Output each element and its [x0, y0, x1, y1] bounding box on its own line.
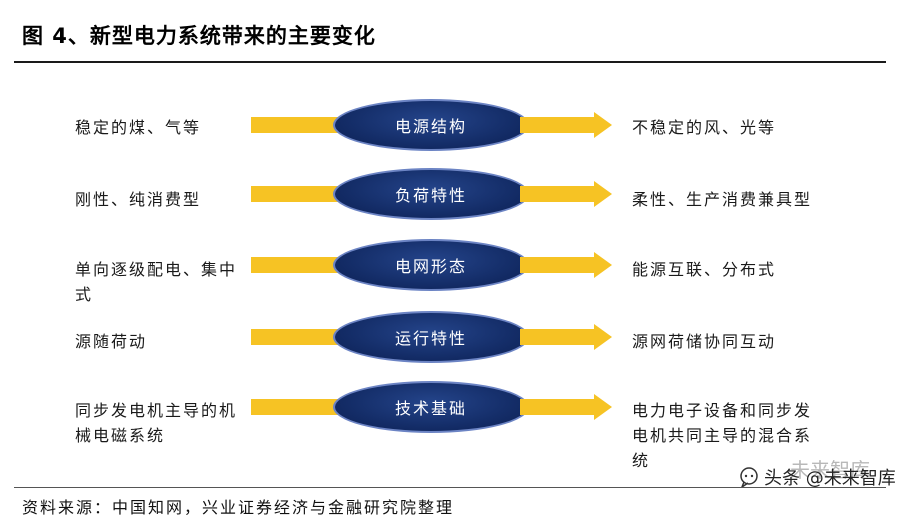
- output-arrow-shaft: [520, 257, 596, 273]
- row-right-label: 柔性、生产消费兼具型: [632, 190, 813, 209]
- watermark: 头条 @未来智库: [738, 464, 896, 490]
- row-center-ellipse: 电网形态: [333, 239, 529, 291]
- output-arrow-shaft: [520, 399, 596, 415]
- input-arrow: [251, 186, 351, 202]
- input-arrow: [251, 257, 351, 273]
- source-note: 资料来源：中国知网，兴业证券经济与金融研究院整理: [22, 498, 455, 517]
- row-right-label: 不稳定的风、光等: [632, 118, 777, 137]
- watermark-ghost: 未来智库: [790, 458, 870, 482]
- diagram-row: 单向逐级配电、集中式 电网形态 能源互联、分布式: [0, 228, 906, 304]
- footer-divider: [14, 487, 886, 488]
- row-center-ellipse: 技术基础: [333, 381, 529, 433]
- row-right-label: 源网荷储协同互动: [632, 332, 777, 351]
- diagram-row: 同步发电机主导的机械电磁系统 技术基础 电力电子设备和同步发电机共同主导的混合系…: [0, 370, 906, 470]
- row-right-label: 电力电子设备和同步发电机共同主导的混合系统: [632, 401, 813, 470]
- output-arrow-shaft: [520, 329, 596, 345]
- output-arrow-head: [594, 181, 612, 207]
- figure-title: 图 4、新型电力系统带来的主要变化: [22, 24, 376, 48]
- speech-bubble-icon: [740, 467, 758, 488]
- title-divider: [14, 61, 886, 63]
- row-left-label: 同步发电机主导的机械电磁系统: [75, 401, 238, 445]
- output-arrow-shaft: [520, 117, 596, 133]
- diagram-row: 稳定的煤、气等 电源结构 不稳定的风、光等: [0, 88, 906, 164]
- row-left-label: 稳定的煤、气等: [75, 118, 202, 137]
- diagram-row: 源随荷动 运行特性 源网荷储协同互动: [0, 300, 906, 376]
- output-arrow-head: [594, 112, 612, 138]
- watermark-text: 头条 @未来智库: [764, 468, 896, 489]
- input-arrow: [251, 329, 351, 345]
- input-arrow: [251, 399, 351, 415]
- row-center-ellipse: 负荷特性: [333, 168, 529, 220]
- row-center-ellipse: 电源结构: [333, 99, 529, 151]
- row-center-ellipse: 运行特性: [333, 311, 529, 363]
- output-arrow-head: [594, 394, 612, 420]
- output-arrow-shaft: [520, 186, 596, 202]
- output-arrow-head: [594, 252, 612, 278]
- input-arrow: [251, 117, 351, 133]
- row-left-label: 刚性、纯消费型: [75, 190, 202, 209]
- row-left-label: 单向逐级配电、集中式: [75, 260, 238, 304]
- row-left-label: 源随荷动: [75, 332, 148, 351]
- output-arrow-head: [594, 324, 612, 350]
- diagram-row: 刚性、纯消费型 负荷特性 柔性、生产消费兼具型: [0, 157, 906, 233]
- row-right-label: 能源互联、分布式: [632, 260, 777, 279]
